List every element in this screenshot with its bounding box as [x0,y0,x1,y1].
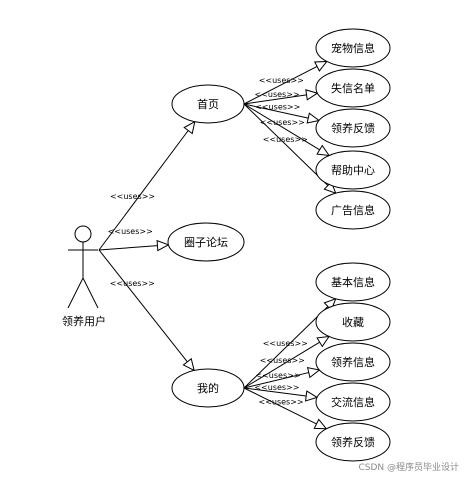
relationship-line-home-pet-info [243,66,318,105]
relationship-arrowhead [156,239,170,252]
relationship-label: <<uses>> [254,90,299,99]
relationship-arrowhead [182,357,195,372]
relationship-line-home-lost-list [243,94,307,105]
relationship-arrowhead [313,60,328,72]
relationship-line-home-adopt-feedback [243,103,309,119]
relationship-label: <<uses>> [258,397,303,406]
use-case-adopt-feedback: 领养反馈 [315,108,391,148]
relationship-label: <<uses>> [260,118,305,127]
relationship-arrowhead [316,335,331,348]
actor-left-leg [67,277,84,309]
use-case-ellipse [171,368,245,408]
use-case-label: 我的 [197,381,219,395]
use-case-label: 收藏 [342,315,364,329]
actor-right-leg [82,277,99,309]
relationship-label: <<uses>> [110,279,155,288]
relationship-line-mine-adopt-info [243,372,309,389]
relationship-arrowhead [313,418,328,430]
use-case-favorites: 收藏 [315,302,391,342]
use-case-label: 领养信息 [331,355,375,369]
relationship-arrowhead [306,367,321,379]
use-case-adopt-feedback-2: 领养反馈 [315,422,391,462]
use-case-ellipse [315,28,391,68]
relationship-arrowhead [316,144,331,157]
use-case-ellipse [315,342,391,382]
use-case-ellipse [315,108,391,148]
relationship-arrowhead [306,112,321,124]
use-case-exchange-info: 交流信息 [315,382,391,422]
relationship-label: <<uses>> [108,227,153,236]
use-case-ellipse [315,68,391,108]
relationship-label: <<uses>> [263,135,308,144]
use-case-mine: 我的 [171,368,245,408]
relationship-label: <<uses>> [259,76,304,85]
relationship-label: <<uses>> [263,339,308,348]
actor-label: 领养用户 [62,314,106,328]
use-case-ellipse [315,150,391,190]
actor-head [74,225,92,243]
relationship-arrowhead [323,181,337,195]
relationship-label: <<uses>> [110,192,155,201]
relationship-line-mine-adopt-feedback-2 [243,387,317,425]
use-case-ad-info: 广告信息 [315,190,391,230]
use-case-ellipse [167,222,245,262]
use-case-label: 首页 [197,97,219,111]
actor-figure: 领养用户 [62,225,106,328]
use-case-ellipse [315,190,391,230]
use-case-label: 宠物信息 [331,41,375,55]
relationship-line-mine-basic-info [243,306,329,389]
relationship-line-actor-forum [98,245,158,251]
use-case-ellipse [315,422,391,462]
use-case-ellipse [315,302,391,342]
relationship-line-home-ad-info [243,103,329,186]
use-case-adopt-info: 领养信息 [315,342,391,382]
relationship-line-actor-home [98,130,189,251]
use-case-label: 帮助中心 [331,163,375,177]
relationship-line-actor-mine [98,249,188,363]
relationship-labels: <<uses>> <<uses>> <<uses>> <<uses>> <<uses>>… [108,76,308,407]
relationship-line-mine-exchange-info [243,387,307,397]
relationship-label: <<uses>> [255,371,300,380]
relationship-label: <<uses>> [260,356,305,365]
use-case-ellipse [171,84,245,124]
relationship-arrowhead [323,297,337,311]
use-case-label: 交流信息 [331,395,375,409]
use-case-label: 圈子论坛 [184,235,228,249]
relationship-arrowhead [183,120,196,135]
use-case-lost-list: 失信名单 [315,68,391,108]
use-case-home: 首页 [171,84,245,124]
use-case-basic-info: 基本信息 [315,262,391,302]
relationship-label: <<uses>> [255,102,300,111]
use-case-label: 基本信息 [331,275,375,289]
use-case-help-center: 帮助中心 [315,150,391,190]
relationship-arrowhead [305,89,319,101]
use-case-label: 失信名单 [331,81,375,95]
relationship-line-mine-favorites [243,341,320,389]
use-case-forum: 圈子论坛 [167,222,245,262]
relationship-line-home-help-center [243,103,320,151]
use-case-label: 广告信息 [331,203,375,217]
use-case-ellipse [315,382,391,422]
watermark: CSDN @程序员毕业设计 [358,463,459,473]
use-case-label: 领养反馈 [331,435,375,449]
use-case-ellipse [315,262,391,302]
use-cases: 首页圈子论坛我的宠物信息失信名单领养反馈帮助中心广告信息基本信息收藏领养信息交流… [167,28,391,462]
relationship-lines [98,60,337,430]
relationship-arrowhead [304,390,319,402]
use-case-pet-info: 宠物信息 [315,28,391,68]
relationship-label: <<uses>> [254,383,299,392]
use-case-label: 领养反馈 [331,121,375,135]
